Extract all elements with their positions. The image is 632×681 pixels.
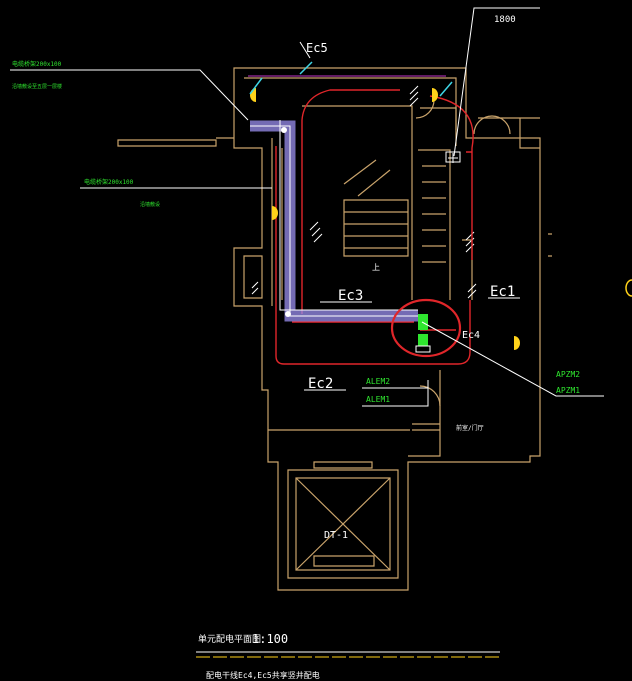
leader-lines xyxy=(10,7,604,653)
drawing-text: Ec5 Ec3 Ec2 Ec1 Ec4 DT-1 1800 ALEM2 ALEM… xyxy=(12,15,580,680)
label-room: 前室/门厅 xyxy=(456,424,484,432)
yellow-lamps xyxy=(250,88,520,350)
cyan-arrows xyxy=(249,61,453,97)
label-apzm2: APZM2 xyxy=(556,370,580,379)
drawing-title: 单元配电平面图 xyxy=(198,633,261,645)
label-ec4: Ec4 xyxy=(462,330,480,341)
label-aleme1: ALEM1 xyxy=(366,395,390,404)
footnote: 配电干线Ec4,Ec5共享竖井配电 xyxy=(206,670,320,680)
building-walls xyxy=(117,67,552,591)
highlight-ellipse xyxy=(390,298,462,358)
red-wiring xyxy=(275,89,474,365)
edge-lamp-partial xyxy=(625,279,632,297)
wall-hatches xyxy=(251,85,477,299)
label-aleme2: ALEM2 xyxy=(366,377,390,386)
distribution-boxes[interactable] xyxy=(415,314,431,353)
label-stair-up: 上 xyxy=(372,263,380,272)
drawing-scale: 1:100 xyxy=(252,632,288,646)
label-ec1: Ec1 xyxy=(490,284,515,300)
label-ec2: Ec2 xyxy=(308,376,333,392)
label-height: 1800 xyxy=(494,15,516,25)
note-tray-1-sub: 沿墙敷设至五层一层楼 xyxy=(12,83,62,90)
label-ec5: Ec5 xyxy=(306,41,328,55)
label-ec3: Ec3 xyxy=(338,288,363,304)
label-elevator: DT-1 xyxy=(324,530,348,541)
note-tray-1: 电缆桥架200x100 xyxy=(12,60,62,68)
note-tray-2-sub: 沿墙敷设 xyxy=(140,201,160,208)
note-tray-2: 电缆桥架200x100 xyxy=(84,178,134,186)
label-apzm1: APZM1 xyxy=(556,386,580,395)
cable-tray xyxy=(250,120,418,322)
